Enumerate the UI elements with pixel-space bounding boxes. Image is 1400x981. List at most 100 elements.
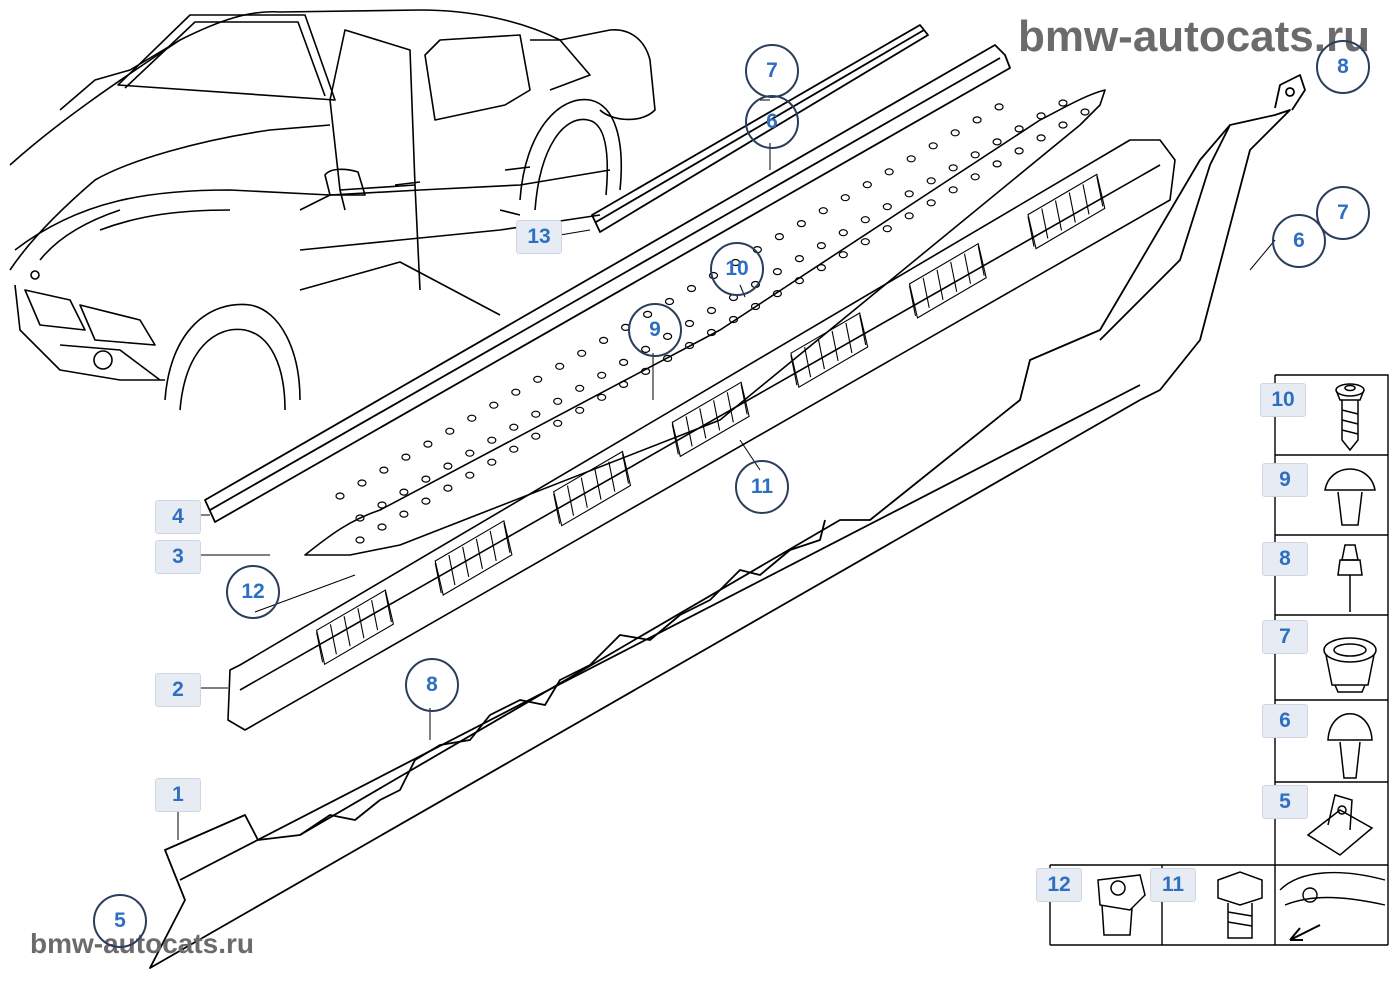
callout-3[interactable]: 3 xyxy=(155,540,201,574)
rail-rib xyxy=(462,546,470,578)
rail-segment xyxy=(315,589,395,666)
callout-2[interactable]: 2 xyxy=(155,673,201,707)
callout-1[interactable]: 1 xyxy=(155,778,201,812)
pin-icon xyxy=(1337,544,1363,612)
plate-hole xyxy=(1014,125,1024,133)
plate-hole xyxy=(774,233,785,241)
rail-segment xyxy=(790,312,869,389)
legend-label-6[interactable]: 6 xyxy=(1262,704,1308,738)
rail-rib xyxy=(859,314,867,346)
callout-6-right[interactable]: 6 xyxy=(1272,214,1326,268)
plate-hole xyxy=(553,419,563,427)
side-skirt xyxy=(149,74,1306,969)
callout-5[interactable]: 5 xyxy=(93,894,147,948)
rail-rib xyxy=(1041,208,1049,239)
plate-hole xyxy=(840,194,850,202)
plate-hole xyxy=(970,173,980,181)
plate-hole xyxy=(994,103,1004,111)
leader-lines xyxy=(177,99,1276,840)
plate-hole xyxy=(531,432,541,440)
rail-rib xyxy=(1027,216,1035,247)
watermark-top: bmw-autocats.ru xyxy=(1017,12,1370,61)
step-plate xyxy=(304,89,1106,556)
expansion-clip-icon xyxy=(1327,713,1373,779)
plate-hole xyxy=(818,207,828,215)
callout-6-top[interactable]: 6 xyxy=(745,95,799,149)
callout-7-top[interactable]: 7 xyxy=(745,44,799,98)
plate-hole xyxy=(948,164,958,172)
support-rail xyxy=(227,139,1176,731)
rail-rib xyxy=(1082,184,1090,215)
callout-11[interactable]: 11 xyxy=(735,460,789,514)
plate-hole xyxy=(882,225,892,233)
callout-7-right[interactable]: 7 xyxy=(1316,186,1370,240)
rail-rib xyxy=(685,416,693,447)
plate-hole xyxy=(553,397,563,405)
callout-9[interactable]: 9 xyxy=(628,303,682,357)
callout-10[interactable]: 10 xyxy=(710,242,764,296)
plate-hole xyxy=(972,116,982,124)
plate-hole xyxy=(509,423,519,431)
rail-rib xyxy=(434,562,442,594)
plate-hole xyxy=(575,406,585,414)
plate-hole xyxy=(794,277,805,285)
plate-hole xyxy=(598,336,609,344)
legend-label-12[interactable]: 12 xyxy=(1036,868,1082,902)
rail-rib xyxy=(343,616,351,647)
clip-nut-icon xyxy=(1097,874,1146,936)
rail-rib xyxy=(594,469,602,500)
plate-hole xyxy=(511,388,521,396)
plate-hole xyxy=(884,168,894,176)
plate-hole xyxy=(794,255,805,263)
rail-rib xyxy=(699,408,707,439)
plate-hole xyxy=(618,380,629,388)
callout-8-middle[interactable]: 8 xyxy=(405,658,459,712)
legend-label-8[interactable]: 8 xyxy=(1262,542,1308,576)
legend-label-7[interactable]: 7 xyxy=(1262,620,1308,654)
rail-rib xyxy=(977,245,985,276)
plate-hole xyxy=(838,251,848,259)
plate-hole xyxy=(664,297,675,306)
rail-rib xyxy=(475,538,483,570)
plate-hole xyxy=(684,319,695,328)
plate-hole xyxy=(1058,121,1068,129)
plate-hole xyxy=(706,328,717,337)
plate-hole xyxy=(950,129,960,137)
plate-hole xyxy=(597,393,607,401)
plate-hole xyxy=(443,484,453,492)
plate-hole xyxy=(906,155,916,163)
rail-rib xyxy=(1054,200,1063,231)
plate-hole xyxy=(862,181,872,189)
plate-hole xyxy=(1014,147,1024,155)
plate-hole xyxy=(467,414,477,422)
rail-rib xyxy=(329,624,337,655)
plate-hole xyxy=(684,341,695,350)
legend-label-10[interactable]: 10 xyxy=(1260,383,1306,417)
legend-label-5[interactable]: 5 xyxy=(1262,785,1308,819)
rail-rib xyxy=(790,355,798,386)
rail-rib xyxy=(950,261,958,292)
plate-hole xyxy=(686,284,697,293)
callout-13[interactable]: 13 xyxy=(516,220,562,254)
callout-4[interactable]: 4 xyxy=(155,500,201,534)
rail-rib xyxy=(963,253,972,284)
plate-hole xyxy=(399,488,409,496)
plate-hole xyxy=(355,514,365,522)
plate-hole xyxy=(379,466,389,474)
rail-rib xyxy=(713,400,721,431)
callout-8-top[interactable]: 8 xyxy=(1316,40,1370,94)
step-plate-holes xyxy=(335,99,1090,544)
rail-rib xyxy=(1068,192,1076,223)
legend-label-9[interactable]: 9 xyxy=(1262,463,1308,497)
rail-rib xyxy=(621,453,630,484)
car-outline xyxy=(9,9,656,411)
rail-rib xyxy=(371,600,379,631)
callout-12[interactable]: 12 xyxy=(226,565,280,619)
plate-hole xyxy=(860,216,870,224)
legend-label-11[interactable]: 11 xyxy=(1150,868,1196,902)
plate-hole xyxy=(465,471,475,479)
rail-rib xyxy=(1096,176,1104,207)
plate-hole xyxy=(662,354,673,362)
plate-hole xyxy=(421,475,431,483)
